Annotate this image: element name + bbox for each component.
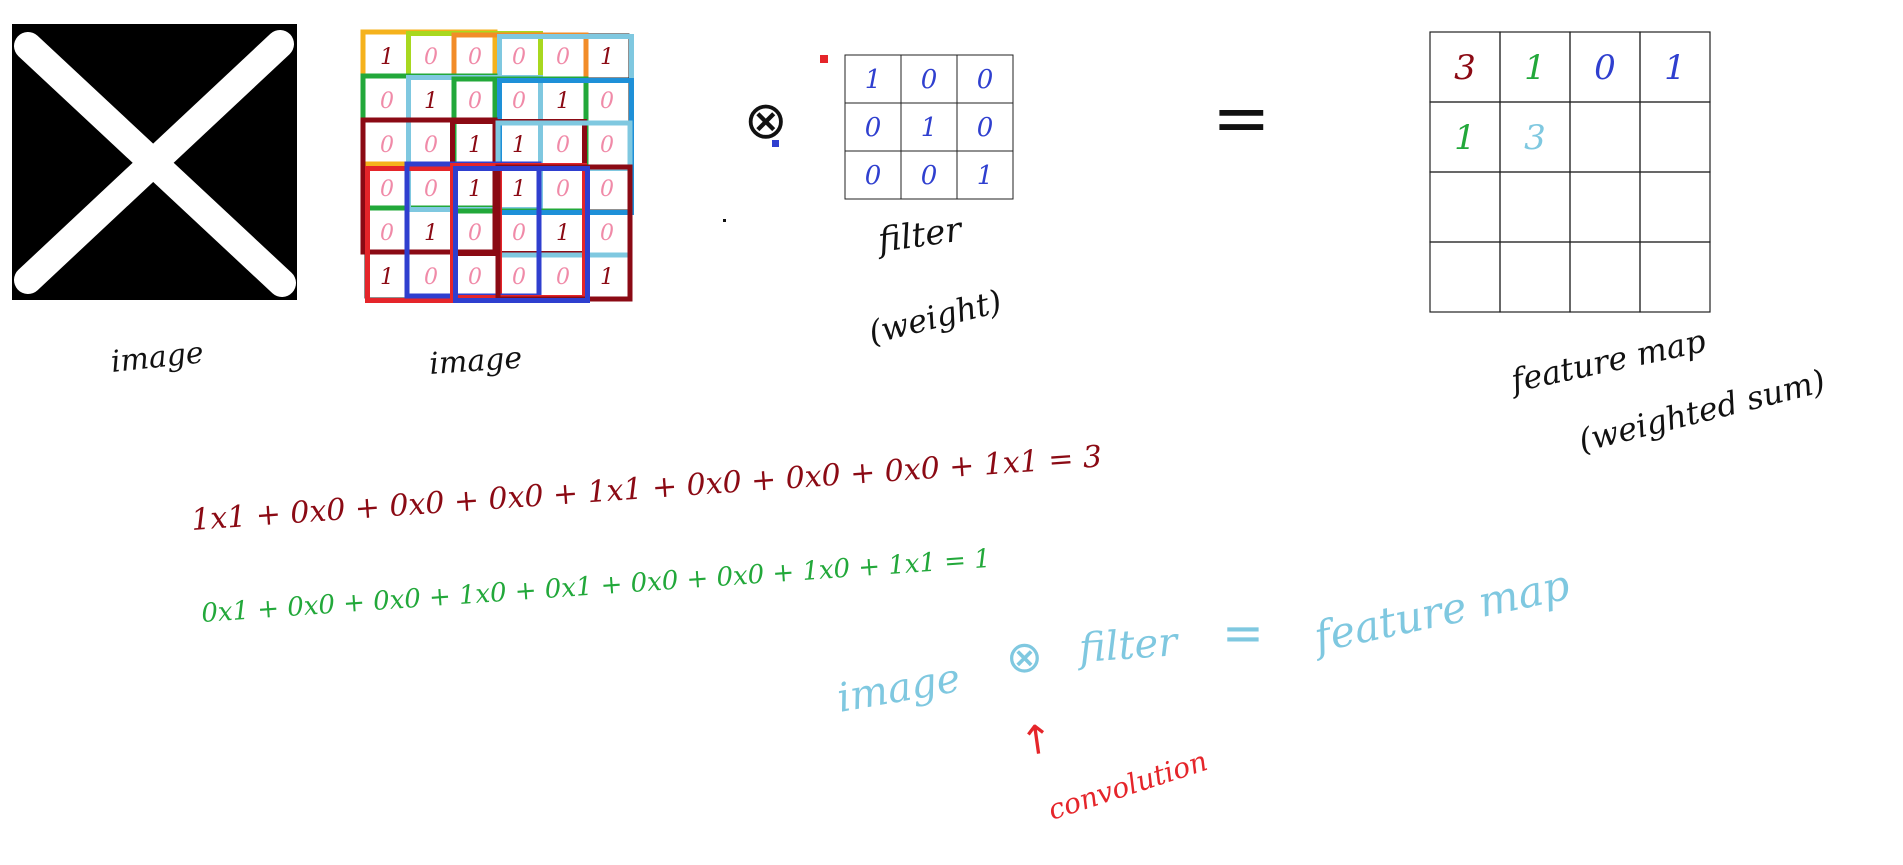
filter-grid-value: 1 xyxy=(977,161,994,191)
image-grid-value: 0 xyxy=(380,133,394,158)
feature-map-value: 1 xyxy=(1664,48,1686,88)
convolve-symbol: ⊗ xyxy=(744,91,788,151)
image-label-2: image xyxy=(428,341,523,382)
filter-grid-value: 0 xyxy=(921,65,938,95)
filter-grid: 1 0 0 0 1 0 0 0 1 xyxy=(844,54,1014,200)
image-grid-value: 0 xyxy=(424,45,438,70)
feature-map-cell xyxy=(1429,171,1501,243)
image-grid-value: 0 xyxy=(468,45,482,70)
image-grid-value: 1 xyxy=(468,177,482,202)
sliding-window xyxy=(360,117,498,255)
equation-2: 0x1 + 0x0 + 0x0 + 1x0 + 0x1 + 0x0 + 0x0 … xyxy=(200,544,991,629)
x-image-diagonal-2 xyxy=(14,30,294,294)
image-grid-value: 0 xyxy=(424,265,438,290)
filter-grid-value: 0 xyxy=(921,161,938,191)
feature-map-value: 1 xyxy=(1524,48,1546,88)
image-grid-value: 0 xyxy=(556,45,570,70)
feature-map-cell xyxy=(1499,241,1571,313)
feature-map-cell xyxy=(1569,101,1641,173)
image-grid-value: 0 xyxy=(468,221,482,246)
image-grid-value: 0 xyxy=(556,177,570,202)
filter-grid-value: 1 xyxy=(865,65,882,95)
image-grid-value: 1 xyxy=(600,265,614,290)
image-grid-value: 0 xyxy=(512,221,526,246)
formula-image: image xyxy=(834,655,964,722)
feature-map-value: 3 xyxy=(1524,118,1546,158)
equation-1: 1x1 + 0x0 + 0x0 + 0x0 + 1x1 + 0x0 + 0x0 … xyxy=(190,439,1103,538)
filter-grid-value: 0 xyxy=(977,113,994,143)
image-grid-value: 1 xyxy=(512,133,526,158)
image-label-1: image xyxy=(109,335,205,380)
sliding-windows xyxy=(360,29,634,303)
image-grid-value: 0 xyxy=(380,177,394,202)
equals-sign: = xyxy=(1212,77,1271,159)
formula-filter: filter xyxy=(1074,619,1181,672)
convolution-arrow: ↑ xyxy=(1017,716,1057,766)
x-image xyxy=(12,24,297,300)
image-grid-value: 0 xyxy=(556,133,570,158)
feature-map-cell xyxy=(1639,101,1711,173)
filter-grid-value: 0 xyxy=(865,161,882,191)
image-grid-value: 1 xyxy=(380,45,394,70)
image-grid-value: 1 xyxy=(600,45,614,70)
image-grid-value: 0 xyxy=(468,265,482,290)
filter-label: filter xyxy=(873,209,966,261)
image-grid-value: 0 xyxy=(600,177,614,202)
marker-dot-blue xyxy=(772,140,779,147)
formula-operator: ⊗ xyxy=(1006,632,1043,683)
filter-sublabel: (weight) xyxy=(865,282,1006,352)
feature-map-value: 0 xyxy=(1594,48,1616,88)
filter-grid-value: 1 xyxy=(921,113,938,143)
image-grid-value: 0 xyxy=(512,89,526,114)
image-grid-value: 0 xyxy=(380,89,394,114)
image-grid-value: 0 xyxy=(556,265,570,290)
image-grid-value: 0 xyxy=(512,45,526,70)
filter-grid-cell xyxy=(956,150,1014,200)
filter-grid-value: 0 xyxy=(977,65,994,95)
marker-dot-red xyxy=(820,55,828,63)
image-grid-value: 0 xyxy=(424,133,438,158)
image-grid-value: 1 xyxy=(380,265,394,290)
stray-dot xyxy=(723,219,726,222)
image-grid-value: 0 xyxy=(424,177,438,202)
filter-grid-value: 0 xyxy=(865,113,882,143)
feature-map-value: 1 xyxy=(1454,118,1476,158)
feature-map-cell xyxy=(1429,241,1501,313)
feature-map-grid: 3 1 0 1 1 3 xyxy=(1429,31,1711,313)
image-grid-value: 0 xyxy=(600,133,614,158)
formula: image ⊗ filter = feature map xyxy=(834,560,1574,722)
feature-map-label: feature map xyxy=(1506,322,1709,401)
image-grid-value: 0 xyxy=(600,89,614,114)
image-grid-value: 1 xyxy=(424,221,438,246)
formula-equals: = xyxy=(1222,604,1264,662)
feature-map-cell xyxy=(1499,171,1571,243)
feature-map-cell xyxy=(1639,241,1711,313)
feature-map-cell xyxy=(1639,171,1711,243)
image-grid-value: 0 xyxy=(380,221,394,246)
image-grid-value: 0 xyxy=(600,221,614,246)
image-grid-value: 1 xyxy=(512,177,526,202)
image-grid-value: 0 xyxy=(512,265,526,290)
image-grid-value: 1 xyxy=(556,221,570,246)
image-grid-value: 0 xyxy=(468,89,482,114)
image-grid-value: 1 xyxy=(424,89,438,114)
convolution-label: convolution xyxy=(1044,744,1211,826)
image-grid-value: 1 xyxy=(556,89,570,114)
feature-map-cell xyxy=(1569,241,1641,313)
image-grid-value: 1 xyxy=(468,133,482,158)
feature-map-value: 3 xyxy=(1454,48,1476,88)
sliding-window xyxy=(453,166,590,303)
feature-map-cell xyxy=(1569,171,1641,243)
formula-result: feature map xyxy=(1307,560,1574,662)
